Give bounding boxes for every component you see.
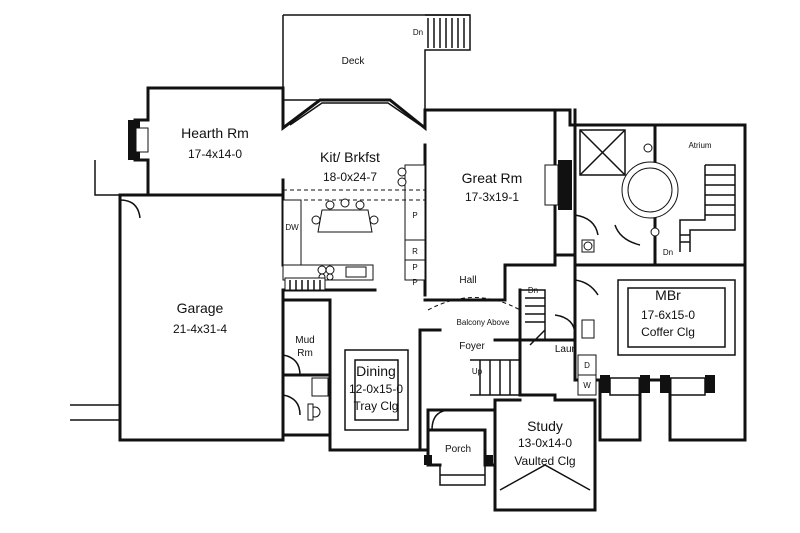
mudroom-name-2: Rm [297, 348, 313, 359]
great-room-dims: 17-3x19-1 [465, 190, 519, 204]
mbr-dims: 17-6x15-0 [641, 308, 695, 322]
hall-label: Hall [459, 275, 476, 286]
study-vaulted-ceiling [499, 464, 591, 491]
dining-dims: 12-0x15-0 [349, 382, 403, 396]
laundry-fixtures [577, 319, 597, 396]
mbr-closets [600, 375, 715, 396]
dishwasher-label: DW [285, 223, 299, 232]
great-room-fireplace [544, 160, 572, 210]
great-room-name: Great Rm [462, 170, 523, 186]
mbr-coffer-ceiling [617, 279, 736, 356]
pantry-p2: P [412, 263, 417, 272]
dining-tray-ceiling [344, 349, 409, 431]
kitchen-dims: 18-0x24-7 [323, 170, 377, 184]
mudroom-fixtures [284, 277, 329, 421]
kitchen-name: Kit/ Brkfst [320, 149, 380, 165]
garage-door [119, 199, 141, 219]
door-swings [282, 214, 641, 416]
atrium-label: Atrium [688, 141, 711, 150]
dining-ceiling: Tray Clg [354, 399, 399, 413]
main-stairs [470, 289, 546, 396]
garage-name: Garage [177, 300, 224, 316]
dining-name: Dining [356, 363, 396, 379]
stair-dn-label: Dn [528, 286, 538, 295]
stair-up-label: Up [472, 367, 483, 376]
deck-label: Deck [342, 56, 366, 67]
study-dims: 13-0x14-0 [518, 436, 572, 450]
foyer-label: Foyer [459, 341, 485, 352]
deck-outline [282, 14, 471, 110]
mudroom-name: Mud [295, 335, 314, 346]
atrium-stair-dn-label: Dn [663, 248, 673, 257]
garage-exterior-lines [70, 160, 120, 421]
mbr-name: MBr [655, 287, 681, 303]
deck-stairs [427, 18, 465, 48]
pantry-p1: P [412, 211, 417, 220]
laundry-label: Laun [555, 344, 577, 355]
bay-window [289, 102, 421, 126]
washer-label: W [583, 381, 591, 390]
hearth-fireplace [128, 120, 149, 160]
hearth-room-dims: 17-4x14-0 [188, 147, 242, 161]
study-ceiling: Vaulted Clg [514, 454, 575, 468]
study-name: Study [527, 418, 563, 434]
balcony-outline [427, 297, 521, 311]
deck-stair-dn-label: Dn [413, 28, 423, 37]
breakfast-table [311, 167, 407, 233]
porch [424, 409, 493, 486]
kitchen-counters [282, 164, 426, 281]
pantry-p3: P [412, 278, 417, 287]
dryer-label: D [584, 361, 590, 370]
atrium-stairs [679, 164, 736, 252]
mbr-ceiling: Coffer Clg [641, 325, 695, 339]
atrium-features [579, 129, 679, 253]
porch-label: Porch [445, 444, 471, 455]
hearth-room-name: Hearth Rm [181, 125, 249, 141]
garage-dims: 21-4x31-4 [173, 322, 227, 336]
balcony-label: Balcony Above [457, 318, 510, 327]
fridge-r: R [412, 247, 418, 256]
